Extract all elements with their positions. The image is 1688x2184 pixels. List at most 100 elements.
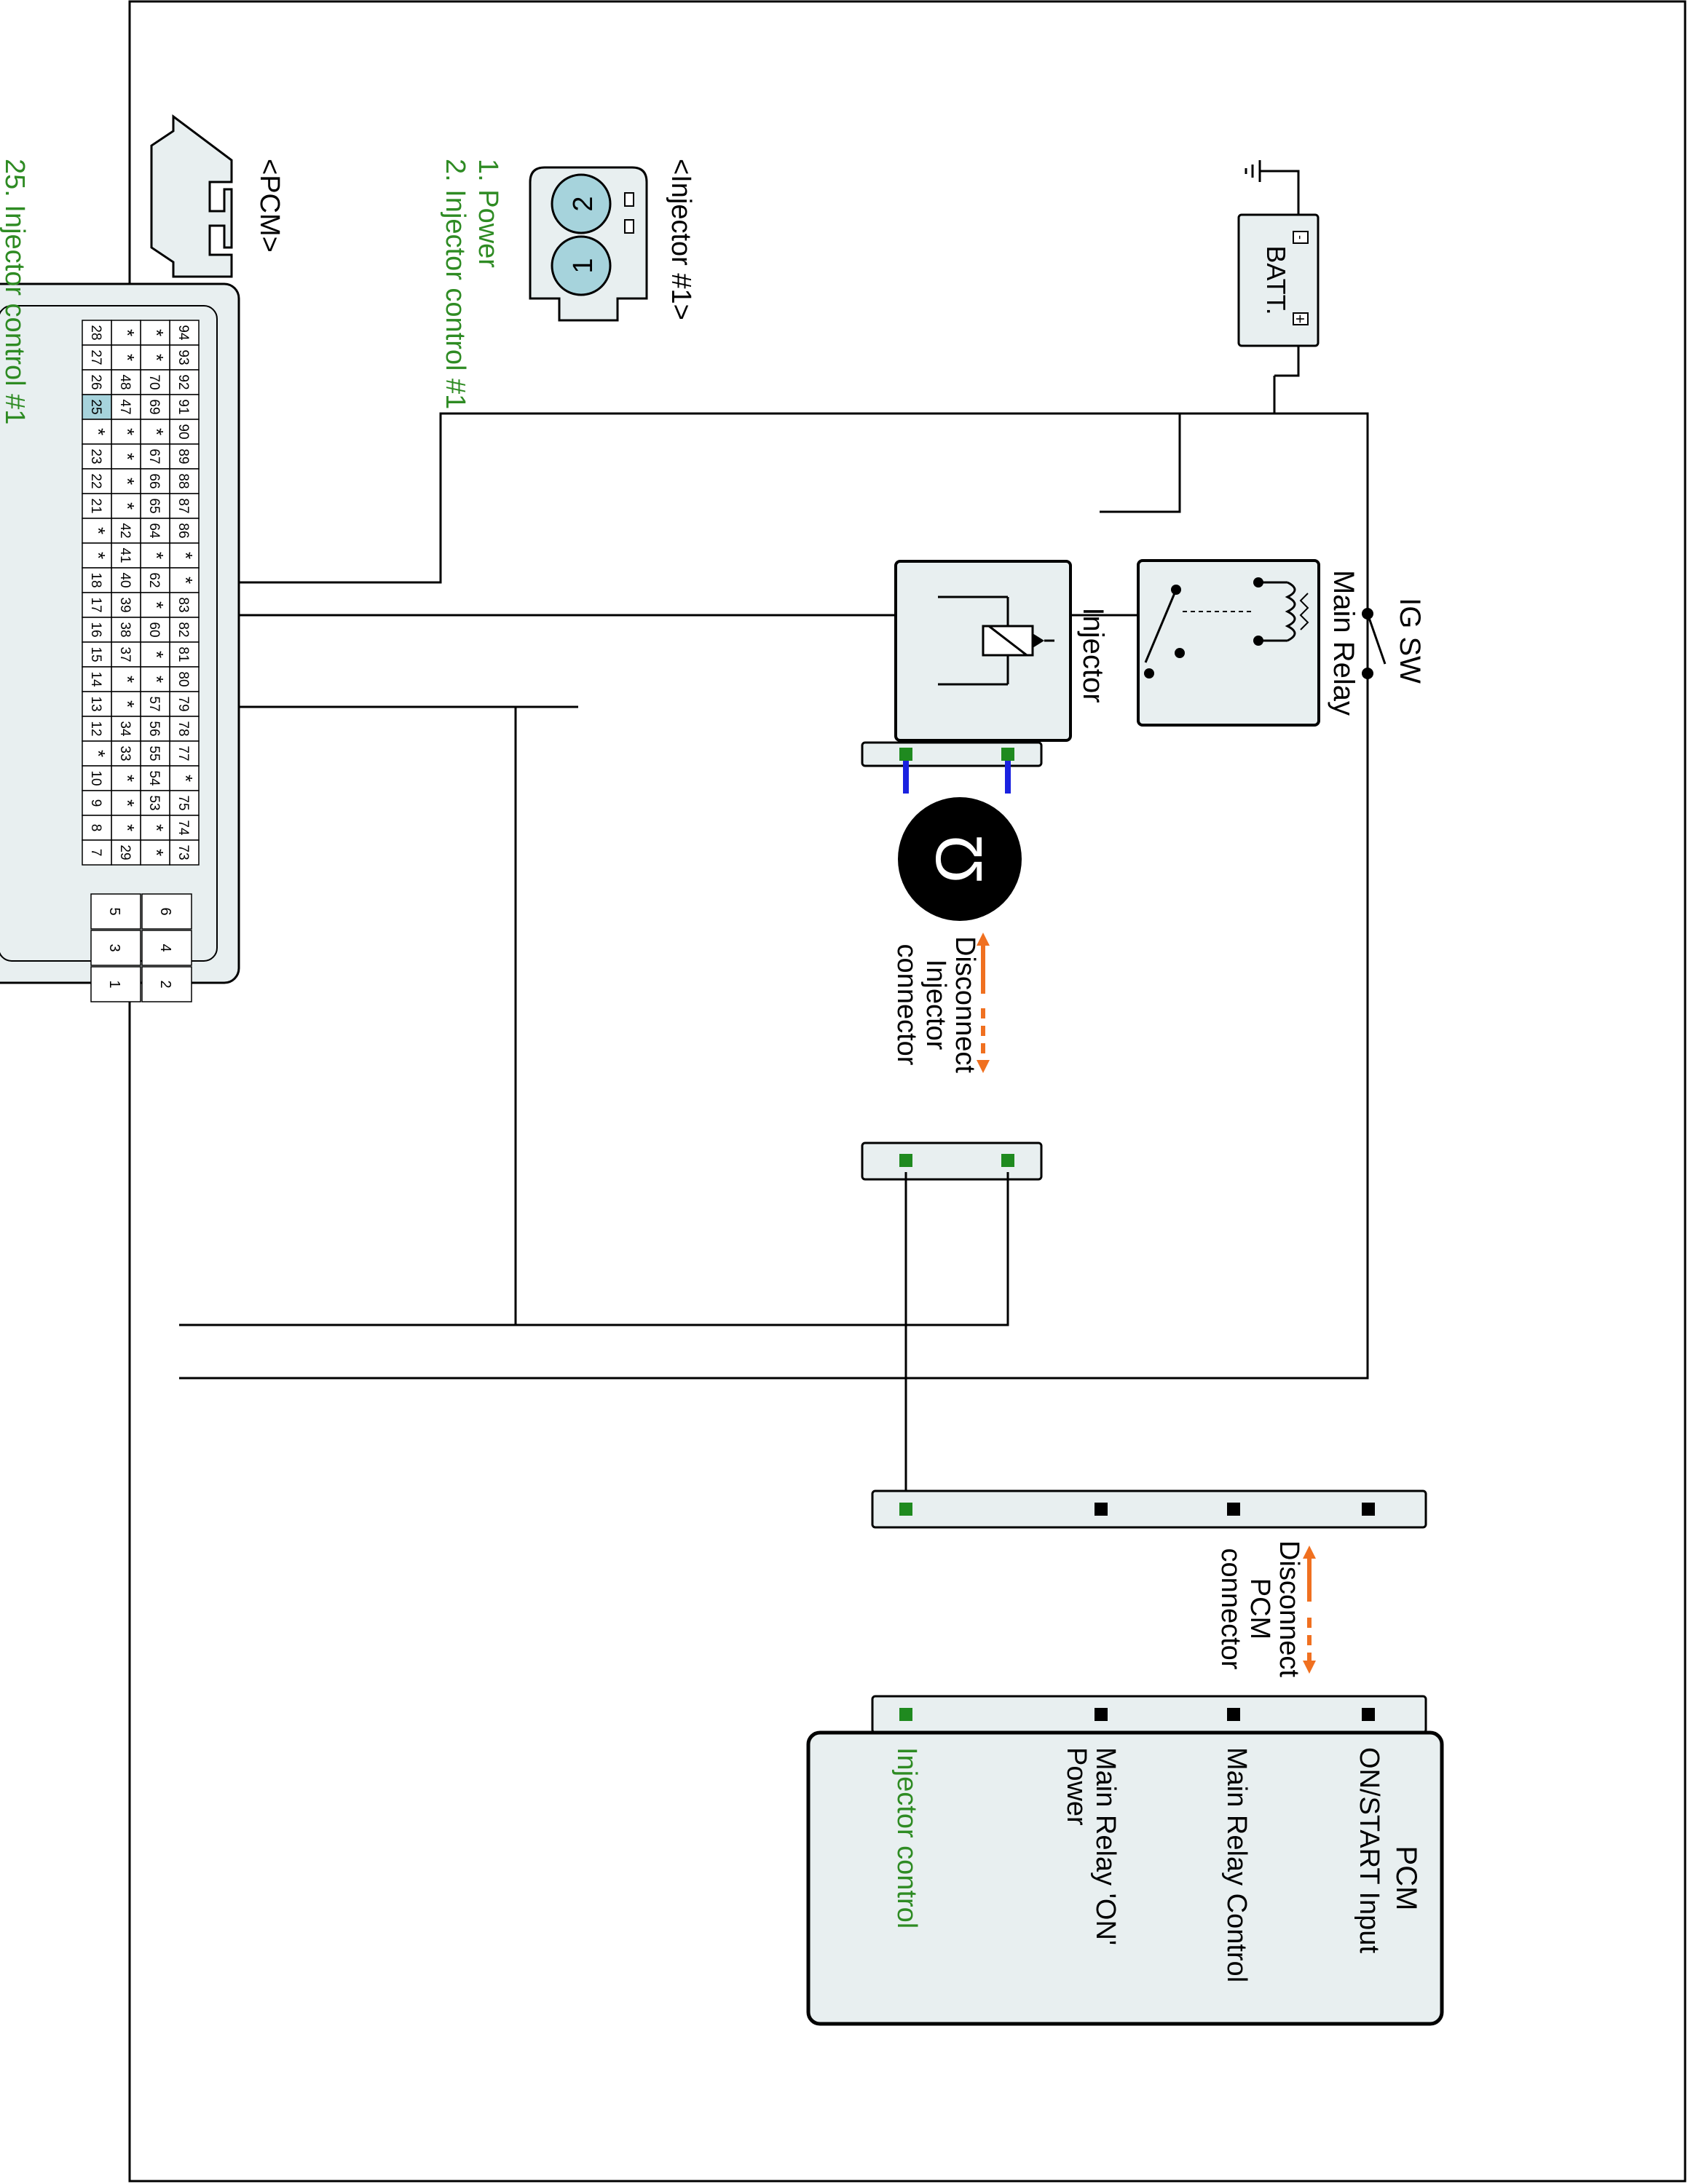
pcm-pin-label-main-relay-power-2: Power — [1061, 1747, 1092, 1826]
pcm-pin-label: 81 — [175, 646, 191, 662]
pcm-pin-label: 53 — [146, 795, 162, 810]
pcm-pin-label: 91 — [175, 399, 191, 414]
pcm-pin-label: * — [146, 824, 167, 831]
pcm-connector-latch — [150, 114, 233, 278]
pcm-pin-label: * — [87, 552, 109, 559]
pcm-pin-label: 48 — [117, 374, 133, 389]
pcm-pin-label: 27 — [88, 349, 103, 365]
pcm-pin-label: 92 — [175, 374, 191, 389]
pcm-pin-label: * — [146, 354, 167, 361]
pcm-pin-label: 94 — [175, 325, 191, 341]
pcm-pin-label: 16 — [88, 622, 103, 637]
pcm-pin-label: 18 — [88, 572, 103, 587]
pcm-pin-label: * — [175, 775, 197, 782]
pcm-pin-label: * — [117, 453, 138, 460]
pcm-pin-label: 62 — [146, 572, 162, 587]
pcm-pin-label: 21 — [88, 498, 103, 513]
pcm-pin-label: 82 — [175, 622, 191, 637]
disconnect-pcm-line-1: Disconnect — [1274, 1540, 1304, 1677]
pcm-pin-label: 38 — [117, 622, 133, 637]
pcm-pin-label: 80 — [175, 671, 191, 687]
pcm-connector-title: <PCM> — [254, 159, 285, 253]
pcm-pin-label-main-relay-control: Main Relay Control — [1221, 1747, 1252, 1982]
pcm-pin-label: 17 — [88, 597, 103, 612]
pcm-pin-label: 88 — [175, 473, 191, 488]
pcm-disconnect: Disconnect PCM connector — [1215, 1540, 1316, 1677]
injector-pin-desc-1: 1. Power — [473, 159, 503, 268]
pcm-pin-label: 15 — [88, 646, 103, 662]
pcm-pin-label: 87 — [175, 498, 191, 513]
pcm-pin-label: * — [117, 676, 138, 683]
pcm-aux-pin-label: 6 — [157, 907, 173, 915]
injector-harness-connector — [861, 1142, 1043, 1181]
pcm-pin-label: * — [146, 849, 167, 856]
pcm-pin-label: 34 — [117, 721, 133, 737]
main-relay: Main Relay — [1137, 559, 1360, 727]
pcm-pin-label: 9 — [88, 799, 103, 807]
pcm-pin-label: * — [117, 354, 138, 361]
pcm-pin-label: 13 — [88, 696, 103, 711]
pcm-pin-label: * — [175, 577, 197, 584]
disconnect-pcm-line-3: connector — [1215, 1548, 1246, 1670]
disconnect-injector-line-2: Injector — [920, 960, 951, 1051]
pcm-pin-label: * — [87, 527, 109, 534]
pcm-pin-label: * — [117, 329, 138, 336]
pcm-pin-label: 70 — [146, 374, 162, 389]
injector-connector-title: <Injector #1> — [666, 159, 696, 320]
pcm-pin-label: 55 — [146, 745, 162, 761]
injector-pin-1 — [551, 235, 612, 296]
pcm-pin-label: 64 — [146, 523, 162, 539]
pcm-aux-pin-cell — [90, 930, 141, 966]
pcm-pin-label: * — [146, 329, 167, 336]
disconnect-injector-line-1: Disconnect — [950, 936, 980, 1073]
injector-pin-1-number: 1 — [568, 258, 599, 273]
ig-sw-label: IG SW — [1394, 598, 1426, 684]
main-relay-control-wire-outer — [179, 412, 1180, 584]
pcm-pin-label: 75 — [175, 795, 191, 810]
pcm-pin-label: * — [117, 824, 138, 831]
pcm-pin-label: * — [87, 750, 109, 757]
pcm-aux-pin-label: 3 — [106, 943, 122, 951]
battery: - + BATT. — [1237, 160, 1320, 347]
injector-pin-2-number: 2 — [568, 196, 599, 211]
pcm-connector-view: <PCM> 949392919089888786**83828180797877… — [0, 114, 285, 1002]
pcm-pin-label: 74 — [175, 820, 191, 836]
pcm-pin-grid: 949392919089888786**83828180797877*75747… — [82, 320, 200, 1002]
pcm-pin-label: 65 — [146, 498, 162, 513]
ground-wire — [1260, 170, 1300, 232]
pcm-pin-label-main-relay-power-1: Main Relay 'ON' — [1090, 1747, 1121, 1945]
relay-contact-feed — [1100, 414, 1181, 513]
pcm-harness-connector — [871, 1489, 1427, 1529]
pcm-pin-label: * — [87, 428, 109, 435]
pcm-pin-label: 25 — [88, 399, 103, 414]
pcm-aux-pin-cell — [141, 893, 192, 930]
ohm-symbol: Ω — [923, 834, 996, 883]
pcm-aux-pin-label: 1 — [106, 980, 122, 988]
injector: Injector — [861, 560, 1109, 767]
pcm-pin-label: * — [175, 552, 197, 559]
pcm-pin-label: 40 — [117, 572, 133, 587]
pcm-pin-label: * — [117, 775, 138, 782]
pcm-pin-label: 86 — [175, 523, 191, 538]
ohmmeter: Ω — [898, 761, 1022, 921]
pcm-pin-label: 23 — [88, 448, 103, 464]
pcm-pin-label: 28 — [88, 325, 103, 340]
pcm-pin-cell — [82, 839, 112, 866]
pcm-pin-label: 12 — [88, 721, 103, 736]
pcm-pin-label: 37 — [117, 646, 133, 662]
pcm-pin-label: 67 — [146, 448, 162, 464]
disconnect-injector-line-3: connector — [891, 944, 922, 1066]
ig-switch-wire — [179, 412, 1369, 1380]
pcm-aux-pin-label: 4 — [157, 943, 173, 951]
injector-pin-2 — [551, 173, 612, 234]
battery-plus-label: + — [1291, 314, 1309, 324]
disconnect-pcm-line-2: PCM — [1245, 1578, 1275, 1639]
pcm-aux-pin-label: 5 — [106, 907, 122, 915]
pcm-pin-label: * — [146, 428, 167, 435]
pcm-title: PCM — [1390, 1846, 1422, 1911]
pcm-pin-label-injector-control: Injector control — [891, 1747, 922, 1928]
pcm-pin-label: 54 — [146, 770, 162, 786]
pcm-pin-label: 26 — [88, 374, 103, 389]
pcm-pin-label: 79 — [175, 696, 191, 711]
